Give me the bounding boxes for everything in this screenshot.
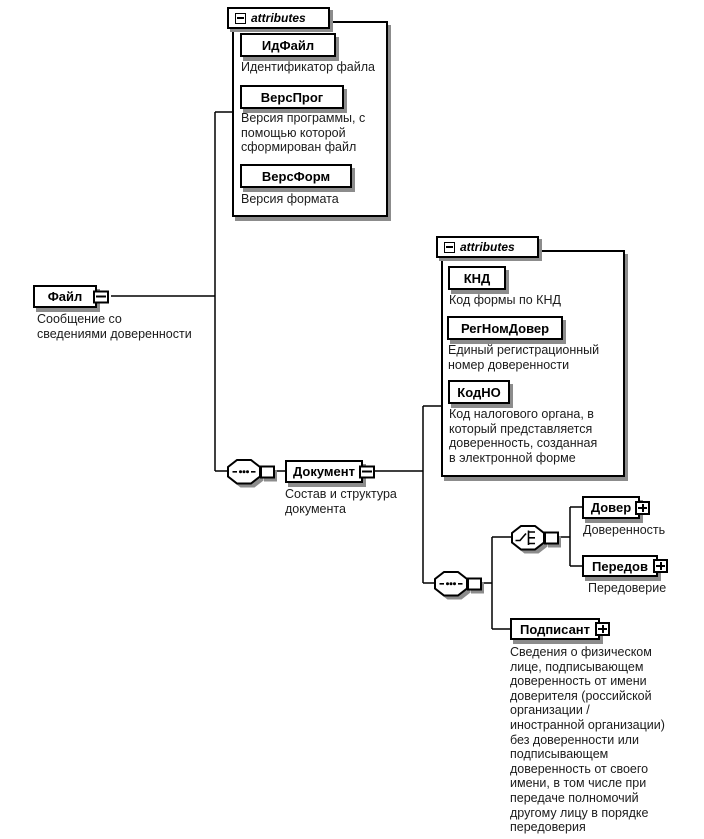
- element-file-annotation: Сообщение со сведениями доверенности: [37, 312, 192, 341]
- element-dover[interactable]: Довер: [582, 496, 650, 519]
- attributes-header-label: attributes: [460, 240, 515, 254]
- collapse-minus-icon[interactable]: [235, 12, 246, 24]
- attribute-idfile[interactable]: ИдФайл: [240, 33, 336, 57]
- element-dover-label: Довер: [590, 500, 632, 515]
- attribute-knd[interactable]: КНД: [448, 266, 506, 290]
- choice-connector-icon: [511, 525, 561, 554]
- expand-plus-icon[interactable]: [595, 622, 610, 636]
- element-file[interactable]: Файл: [33, 285, 109, 308]
- attribute-versprog-label: ВерсПрог: [260, 89, 324, 105]
- element-document-label: Документ: [293, 464, 355, 479]
- attributes-group-document-header[interactable]: attributes: [436, 236, 539, 258]
- expand-minus-icon[interactable]: [359, 465, 375, 478]
- attribute-kodno[interactable]: КодНО: [448, 380, 510, 404]
- attribute-versprog[interactable]: ВерсПрог: [240, 85, 344, 109]
- attributes-group-file-header[interactable]: attributes: [227, 7, 330, 29]
- attribute-knd-label: КНД: [463, 270, 491, 286]
- expand-plus-icon[interactable]: [653, 559, 668, 573]
- sequence-connector-icon: [227, 459, 277, 488]
- element-document[interactable]: Документ: [285, 460, 375, 483]
- attribute-kodno-annotation: Код налогового органа, в который предста…: [449, 407, 598, 465]
- sequence-connector-icon: [434, 571, 484, 600]
- collapse-minus-icon[interactable]: [444, 241, 455, 253]
- attributes-header-label: attributes: [251, 11, 306, 25]
- element-file-label: Файл: [47, 289, 83, 304]
- expand-minus-icon[interactable]: [93, 290, 109, 303]
- element-peredov[interactable]: Передов: [582, 555, 668, 577]
- attribute-versform-label: ВерсФорм: [261, 168, 331, 184]
- element-peredov-annotation: Передоверие: [588, 581, 667, 595]
- element-dover-annotation: Доверенность: [583, 523, 666, 537]
- attribute-regnomdover[interactable]: РегНомДовер: [447, 316, 563, 340]
- element-podpisant-annotation: Сведения о физическом лице, подписывающе…: [510, 645, 665, 835]
- attribute-regnomdover-label: РегНомДовер: [460, 320, 550, 336]
- attribute-versform[interactable]: ВерсФорм: [240, 164, 352, 188]
- attribute-kodno-label: КодНО: [457, 384, 501, 400]
- element-document-annotation: Состав и структура документа: [285, 487, 397, 516]
- attribute-regnomdover-annotation: Единый регистрационный номер доверенност…: [448, 343, 600, 372]
- attribute-versprog-annotation: Версия программы, с помощью которой сфор…: [241, 111, 366, 155]
- element-podpisant[interactable]: Подписант: [510, 618, 610, 640]
- attribute-versform-annotation: Версия формата: [241, 192, 339, 206]
- element-peredov-label: Передов: [592, 558, 648, 574]
- element-podpisant-label: Подписант: [519, 621, 591, 637]
- expand-plus-icon[interactable]: [635, 500, 650, 515]
- attribute-idfile-annotation: Идентификатор файла: [241, 60, 375, 74]
- attribute-idfile-label: ИдФайл: [261, 37, 315, 53]
- attribute-knd-annotation: Код формы по КНД: [449, 293, 561, 307]
